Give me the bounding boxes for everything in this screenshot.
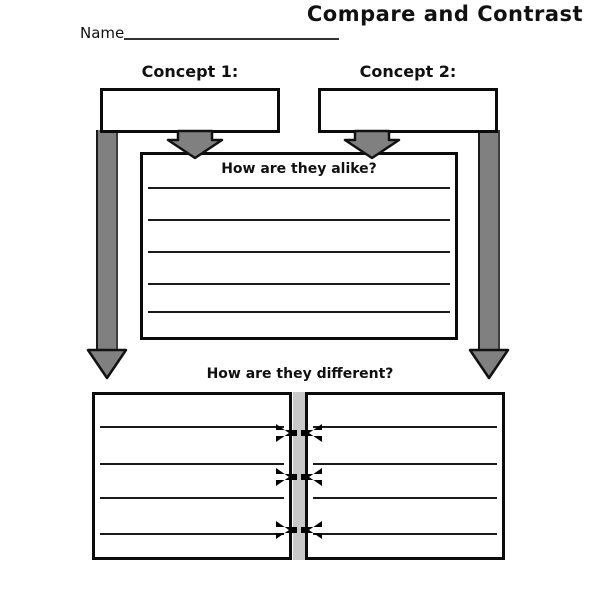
difference-writing-line[interactable] <box>313 463 497 465</box>
difference-writing-line[interactable] <box>100 497 284 499</box>
different-title: How are they different? <box>206 366 394 382</box>
alike-writing-line[interactable] <box>148 283 450 285</box>
alike-writing-line[interactable] <box>148 219 450 221</box>
difference-writing-line[interactable] <box>100 533 284 535</box>
arrow-down-icon <box>86 348 128 380</box>
page-title: Compare and Contrast <box>306 2 584 26</box>
name-field[interactable]: Name <box>80 24 340 42</box>
name-label: Name <box>80 24 125 42</box>
arrow-down-icon <box>468 348 510 380</box>
difference-writing-line[interactable] <box>100 463 284 465</box>
concept-2-label: Concept 2: <box>359 62 457 81</box>
alike-box[interactable]: How are they alike? <box>140 152 458 340</box>
alike-title: How are they alike? <box>221 161 377 177</box>
concept-1-box[interactable] <box>100 88 280 133</box>
alike-writing-line[interactable] <box>148 187 450 189</box>
right-flow-arrow-shaft <box>478 130 500 352</box>
concept-1-label: Concept 1: <box>141 62 239 81</box>
alike-writing-line[interactable] <box>148 311 450 313</box>
difference-writing-line[interactable] <box>313 426 497 428</box>
difference-writing-line[interactable] <box>100 426 284 428</box>
alike-writing-line[interactable] <box>148 251 450 253</box>
concept-2-differences-column[interactable] <box>305 392 505 560</box>
name-input-line[interactable] <box>124 38 340 40</box>
left-flow-arrow-shaft <box>96 130 118 352</box>
difference-writing-line[interactable] <box>313 497 497 499</box>
concept-1-differences-column[interactable] <box>92 392 292 560</box>
concept-2-box[interactable] <box>318 88 498 133</box>
difference-writing-line[interactable] <box>313 533 497 535</box>
